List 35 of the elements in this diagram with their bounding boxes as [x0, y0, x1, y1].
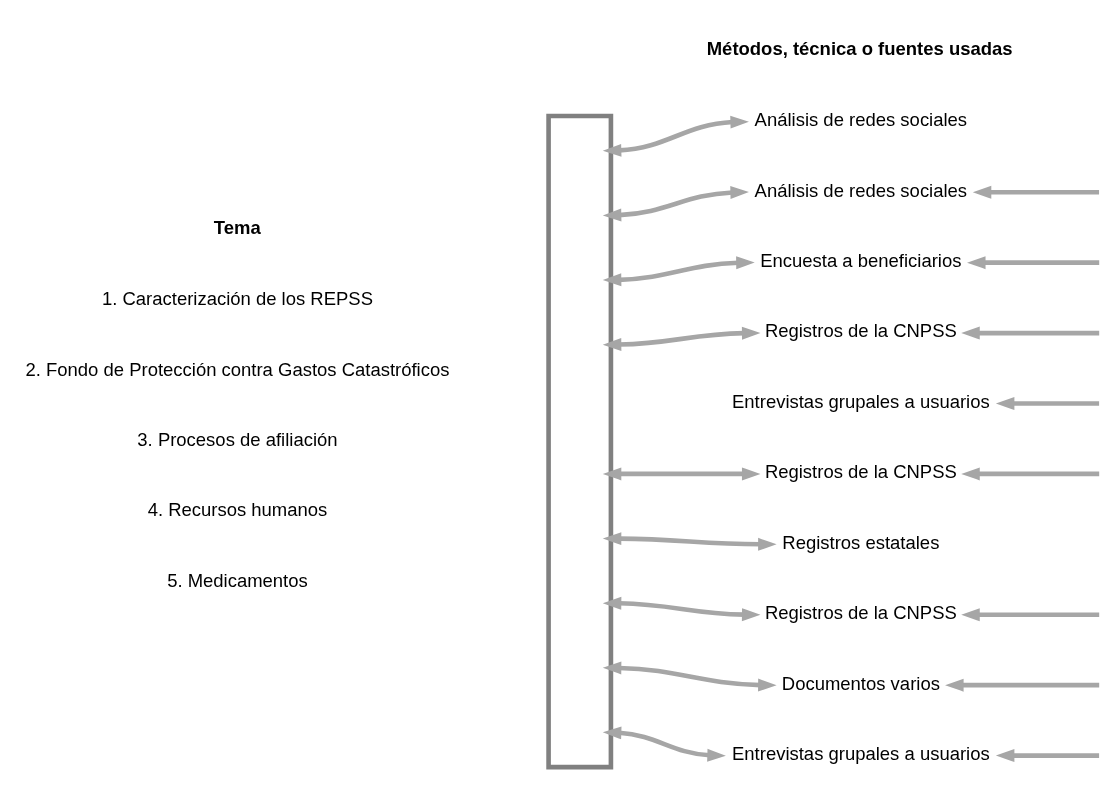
- node-text: Registros de la CNPSS: [764, 319, 957, 341]
- arrow: [602, 326, 761, 351]
- label: 5. Medicamentos: [167, 569, 308, 591]
- label: Métodos, técnica o fuentes usadas: [706, 37, 1013, 59]
- node-text: Análisis de redes sociales: [754, 179, 968, 201]
- node-text: Entrevistas grupales a usuarios: [732, 390, 990, 412]
- arrow: [972, 185, 1100, 199]
- node-box: [546, 113, 614, 769]
- label: 3. Procesos de afiliación: [137, 428, 338, 450]
- arrow: [602, 255, 755, 286]
- label: Tema: [213, 216, 261, 238]
- label: 4. Recursos humanos: [147, 498, 328, 520]
- arrow: [602, 185, 749, 222]
- label: 2. Fondo de Protección contra Gastos Catastróficos: [25, 358, 450, 380]
- node-text: Análisis de redes sociales: [754, 108, 968, 130]
- node-text: Documentos varios: [781, 672, 940, 694]
- arrow: [602, 466, 761, 480]
- node-text: Registros estatales: [782, 531, 940, 553]
- arrow: [995, 748, 1100, 762]
- arrow: [602, 596, 761, 621]
- arrow: [945, 678, 1100, 692]
- arrow: [961, 607, 1100, 621]
- arrow: [602, 115, 749, 157]
- node-text: Entrevistas grupales a usuarios: [732, 742, 990, 764]
- node-text: Registros de la CNPSS: [764, 601, 957, 623]
- label: 1. Caracterización de los REPSS: [101, 287, 373, 309]
- arrow: [602, 661, 777, 692]
- arrow: [602, 531, 777, 551]
- node-text: Encuesta a beneficiarios: [760, 249, 962, 271]
- arrow: [961, 326, 1100, 340]
- arrow: [995, 396, 1100, 410]
- node-text: Registros de la CNPSS: [764, 460, 957, 482]
- arrow: [602, 725, 726, 762]
- arrow: [967, 255, 1100, 269]
- arrow: [961, 466, 1100, 480]
